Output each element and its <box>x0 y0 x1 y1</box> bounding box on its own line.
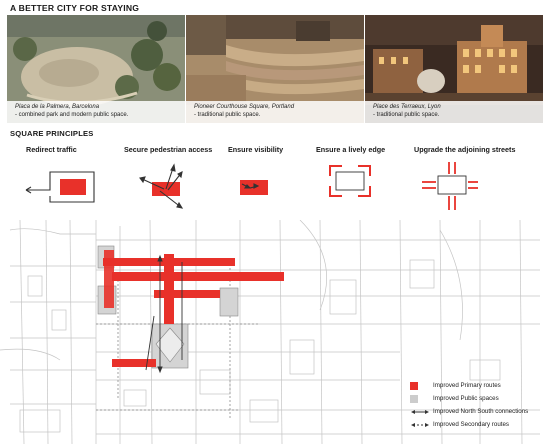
improved-primary-routes <box>103 250 284 367</box>
photo-place: Placa de la Palmera, Barcelona <box>15 104 100 110</box>
principle-label: Secure pedestrian access <box>124 145 213 154</box>
photo-description: - traditional public space. <box>373 112 440 118</box>
photo-lyon: Place des Terraeux, Lyon - traditional p… <box>365 15 543 123</box>
principle-label: Upgrade the adjoining streets <box>414 145 516 154</box>
dashed-arrow-icon <box>411 423 429 427</box>
photo-description: - traditional public space. <box>194 112 261 118</box>
principle-label: Ensure a lively edge <box>316 145 386 154</box>
double-arrow-icon <box>411 410 429 414</box>
visibility-icon <box>240 180 268 195</box>
section-title: SQUARE PRINCIPLES <box>10 129 94 138</box>
photo-portland: Pioneer Courthouse Square, Portland - tr… <box>186 15 364 123</box>
lively-edge-icon <box>329 165 371 197</box>
street-network <box>0 220 540 444</box>
photo-caption: Pioneer Courthouse Square, Portland - tr… <box>186 101 364 123</box>
photo-caption: Placa de la Palmera, Barcelona - combine… <box>7 101 185 123</box>
photo-place: Pioneer Courthouse Square, Portland <box>194 104 295 110</box>
legend-swatch-red <box>410 382 418 390</box>
legend-item-public-spaces: Improved Public spaces <box>410 394 550 404</box>
redirect-traffic-icon <box>25 171 95 203</box>
principle-label: Redirect traffic <box>26 145 77 154</box>
legend-item-north-south: Improved North South connections <box>410 407 550 417</box>
legend-swatch-grey <box>410 395 418 403</box>
adjoining-streets-icon <box>422 162 478 210</box>
page-title: A BETTER CITY FOR STAYING <box>10 3 140 13</box>
photo-place: Place des Terraeux, Lyon <box>373 104 441 110</box>
legend-item-secondary-routes: Improved Secondary routes <box>410 420 550 430</box>
city-plan-map <box>0 220 540 444</box>
photo-caption: Place des Terraeux, Lyon - traditional p… <box>365 101 543 123</box>
legend-label: Improved Public spaces <box>433 395 499 402</box>
photo-barcelona: Placa de la Palmera, Barcelona - combine… <box>7 15 185 123</box>
north-south-connections <box>145 254 183 374</box>
photo-barcelona-image <box>7 15 185 123</box>
principle-label: Ensure visibility <box>228 145 284 154</box>
pedestrian-access-icon <box>139 163 184 209</box>
legend-label: Improved Secondary routes <box>433 421 510 428</box>
legend-item-primary-routes: Improved Primary routes <box>410 381 550 391</box>
legend-label: Improved North South connections <box>433 408 529 415</box>
legend-label: Improved Primary routes <box>433 382 501 389</box>
photo-description: - combined park and modern public space. <box>15 112 129 118</box>
